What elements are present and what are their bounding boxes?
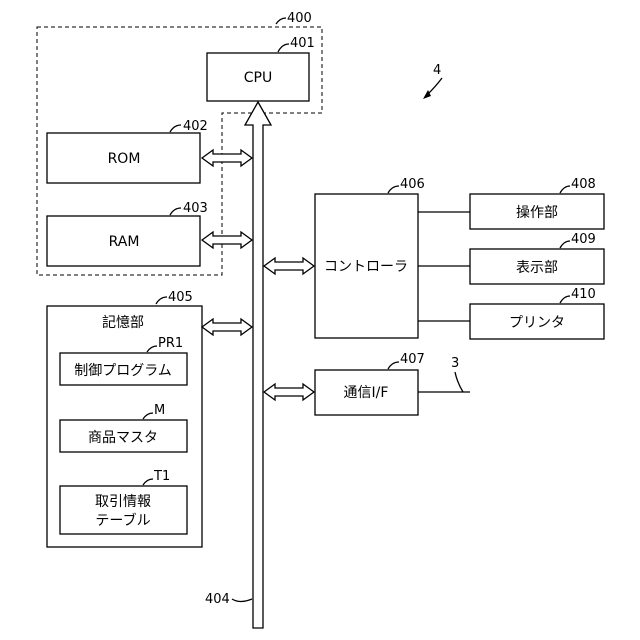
storage-label: 記憶部 — [102, 314, 144, 331]
comm-if-ref: 407 — [400, 352, 425, 367]
transaction-table-label-2: テーブル — [95, 512, 150, 529]
bus-arrow — [245, 102, 271, 628]
bus-ref: 404 — [205, 592, 230, 607]
printer-label: プリンタ — [509, 315, 565, 331]
product-master-ref: M — [154, 403, 165, 418]
rom-bus-arrow — [202, 150, 252, 166]
controller-ref: 406 — [400, 177, 425, 192]
comm-bus-arrow — [264, 384, 314, 400]
display-label: 表示部 — [516, 260, 558, 276]
storage-bus-arrow — [202, 319, 252, 335]
controller-bus-arrow — [264, 258, 314, 274]
operation-ref: 408 — [571, 177, 596, 192]
comm-if-label: 通信I/F — [344, 385, 389, 401]
rom-label: ROM — [108, 151, 141, 167]
device-ref: 4 — [433, 63, 441, 78]
transaction-table-ref: T1 — [153, 469, 170, 484]
printer-ref: 410 — [571, 287, 596, 302]
control-unit-ref: 400 — [287, 11, 312, 26]
network-ref: 3 — [451, 356, 459, 371]
ram-bus-arrow — [202, 232, 252, 248]
ram-ref: 403 — [183, 201, 208, 216]
cpu-ref: 401 — [290, 36, 315, 51]
display-ref: 409 — [571, 232, 596, 247]
operation-label: 操作部 — [516, 205, 558, 221]
transaction-table-label-1: 取引情報 — [95, 494, 151, 510]
ram-label: RAM — [109, 234, 140, 250]
control-program-label: 制御プログラム — [74, 363, 172, 379]
controller-label: コントローラ — [324, 259, 408, 275]
storage-ref: 405 — [168, 290, 193, 305]
control-program-ref: PR1 — [158, 336, 183, 351]
rom-ref: 402 — [183, 119, 208, 134]
product-master-label: 商品マスタ — [88, 430, 158, 446]
cpu-label: CPU — [244, 70, 272, 86]
